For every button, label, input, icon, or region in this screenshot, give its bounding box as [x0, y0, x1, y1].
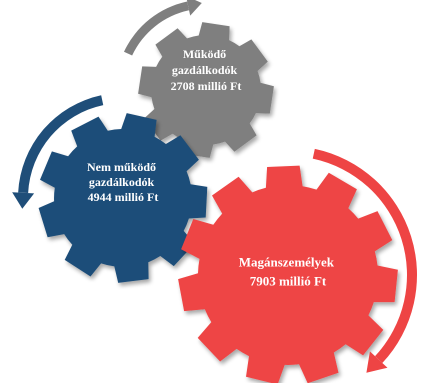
arrow-mukodo-head — [186, 0, 202, 16]
gear-mukodo-label-3: 2708 millió Ft — [171, 79, 242, 93]
arrow-nem-mukodo-head — [12, 192, 35, 209]
gear-mukodo-label-1: Működő — [183, 47, 226, 61]
gear-nem-mukodo-label-3: 4944 millió Ft — [88, 190, 159, 204]
arrow-maganszemelyek — [312, 148, 417, 373]
svg-text:Működő gazdálkodók: Működő gazdálkodók 2708 millió Ft — [171, 47, 242, 93]
gear-mukodo-shape — [138, 22, 274, 158]
gear-mukodo-label-2: gazdálkodók — [172, 63, 238, 77]
gear-nem-mukodo-label-2: gazdálkodók — [89, 175, 155, 189]
gear-nem-mukodo-label-1: Nem működő — [87, 160, 156, 174]
arrow-nem-mukodo-body — [18, 95, 104, 194]
arrow-nem-mukodo — [12, 95, 104, 209]
svg-text:Nem működő gazdálkodók: Nem működő gazdálkodók 4944 millió Ft — [87, 160, 159, 204]
arrow-mukodo — [123, 0, 202, 56]
gear-maganszemelyek-shape — [178, 165, 398, 383]
gear-maganszemelyek-label-2: 7903 millió Ft — [250, 274, 327, 289]
arrow-maganszemelyek-body — [312, 148, 417, 363]
gear-mukodo: Működő gazdálkodók 2708 millió Ft — [138, 22, 274, 158]
gear-maganszemelyek: Magánszemélyek 7903 millió Ft — [178, 165, 398, 383]
arrow-maganszemelyek-head — [366, 351, 388, 373]
svg-text:Magánszemélyek 7903 mi: Magánszemélyek 7903 millió Ft — [239, 255, 338, 289]
arrow-mukodo-body — [123, 1, 190, 56]
gear-nem-mukodo-shape — [38, 113, 208, 283]
gear-maganszemelyek-label-1: Magánszemélyek — [239, 255, 335, 270]
gear-nem-mukodo: Nem működő gazdálkodók 4944 millió Ft — [38, 113, 208, 283]
